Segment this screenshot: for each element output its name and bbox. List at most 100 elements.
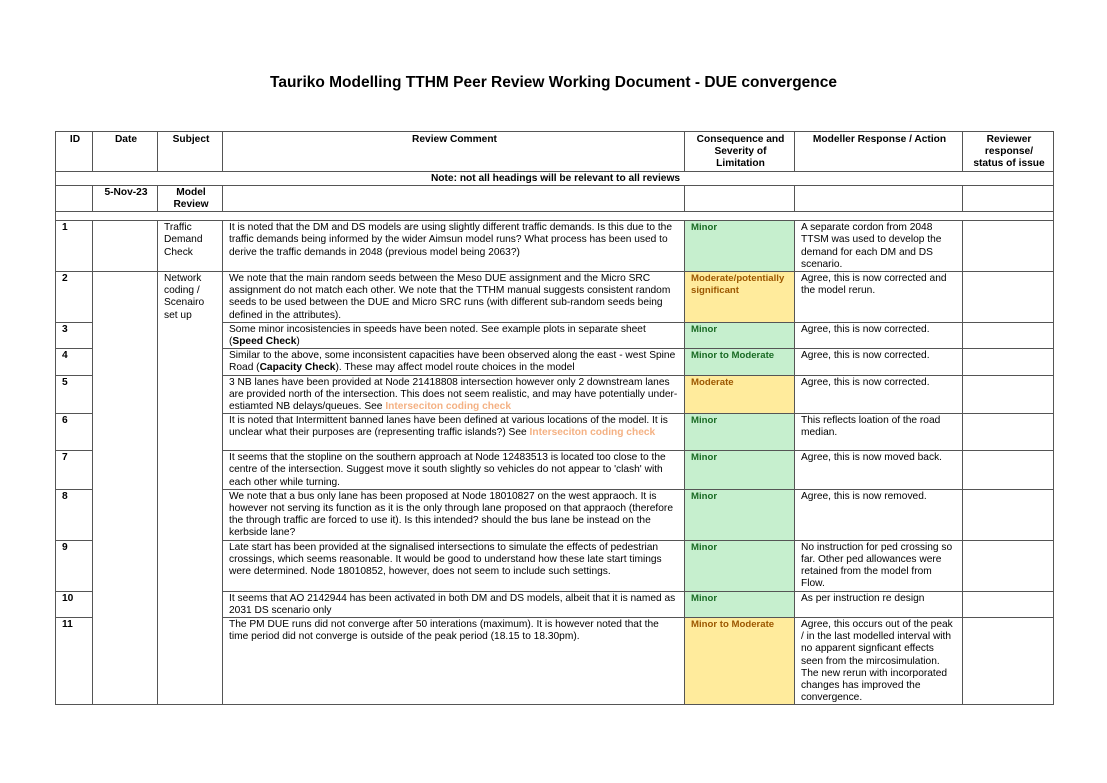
header-date: Date <box>92 131 158 172</box>
table-row: 6 It is noted that Intermittent banned l… <box>55 413 1054 452</box>
modeller-response: Agree, this is now corrected. <box>794 348 963 376</box>
row-comment: Similar to the above, some inconsistent … <box>222 348 685 376</box>
header-subject: Subject <box>157 131 223 172</box>
header-consequence: Consequence and Severity of Limitation <box>684 131 795 172</box>
comment-text: ) <box>296 336 300 348</box>
reviewer-response <box>962 616 1054 706</box>
row-comment: We note that a bus only lane has been pr… <box>222 488 685 541</box>
row-id: 2 <box>55 271 93 323</box>
reviewer-response <box>962 590 1054 618</box>
review-date: 5-Nov-23 <box>92 184 158 213</box>
table-row: 8 We note that a bus only lane has been … <box>55 488 1054 541</box>
row-id: 3 <box>55 321 93 350</box>
capacity-check-reference: Capacity Check <box>259 362 336 374</box>
row-id: 10 <box>55 590 93 618</box>
header-modeller-response: Modeller Response / Action <box>794 131 963 172</box>
table-row: 1 Traffic Demand Check It is noted that … <box>55 220 1054 273</box>
comment-text: Similar to the above, some inconsistent … <box>229 350 676 374</box>
headings-note: Note: not all headings will be relevant … <box>55 170 1054 186</box>
reviewer-response <box>962 321 1054 350</box>
modeller-response: Agree, this is now corrected and the mod… <box>794 271 963 323</box>
reviewer-response <box>962 539 1054 592</box>
severity-badge: Minor <box>684 450 795 490</box>
reviewer-response <box>962 271 1054 323</box>
intersection-check-link[interactable]: Interseciton coding check <box>529 427 656 439</box>
comment-text: It is noted that Intermittent banned lan… <box>229 415 668 439</box>
reviewer-response <box>962 220 1054 273</box>
meta-reviewer <box>962 184 1054 213</box>
modeller-response: No instruction for ped crossing so far. … <box>794 539 963 592</box>
header-id: ID <box>55 131 93 172</box>
comment-text: ). These may affect model route choices … <box>335 362 575 374</box>
intersection-check-link[interactable]: Interseciton coding check <box>385 401 511 413</box>
table-row: 4 Similar to the above, some inconsisten… <box>55 348 1054 376</box>
row-comment: We note that the main random seeds betwe… <box>222 271 685 323</box>
row-id: 9 <box>55 539 93 592</box>
reviewer-response <box>962 450 1054 490</box>
header-review-comment: Review Comment <box>222 131 685 172</box>
row-date <box>92 220 158 273</box>
modeller-response: Agree, this is now moved back. <box>794 450 963 490</box>
row-comment: It seems that the stopline on the southe… <box>222 450 685 490</box>
spacer-row <box>55 211 1054 222</box>
spacer-cell <box>55 211 1054 222</box>
row-comment: It is noted that the DM and DS models ar… <box>222 220 685 273</box>
table-row: 11 The PM DUE runs did not converge afte… <box>55 616 1054 706</box>
modeller-response: As per instruction re design <box>794 590 963 618</box>
modeller-response: A separate cordon from 2048 TTSM was use… <box>794 220 963 273</box>
row-id: 1 <box>55 220 93 273</box>
table-row: 5 3 NB lanes have been provided at Node … <box>55 374 1054 415</box>
row-date <box>92 271 158 706</box>
table-row: 10 It seems that AO 2142944 has been act… <box>55 590 1054 618</box>
speed-check-reference: Speed Check <box>232 336 297 348</box>
modeller-response: Agree, this is now removed. <box>794 488 963 541</box>
severity-badge: Moderate/potentially significant <box>684 271 795 323</box>
review-table: ID Date Subject Review Comment Consequen… <box>55 131 1054 706</box>
row-comment: The PM DUE runs did not converge after 5… <box>222 616 685 706</box>
row-id: 7 <box>55 450 93 490</box>
header-reviewer-response: Reviewer response/ status of issue <box>962 131 1054 172</box>
modeller-response: Agree, this is now corrected. <box>794 321 963 350</box>
note-row: Note: not all headings will be relevant … <box>55 170 1054 186</box>
meta-row: 5-Nov-23 Model Review <box>55 184 1054 213</box>
reviewer-response <box>962 413 1054 452</box>
modeller-response: Agree, this occurs out of the peak / in … <box>794 616 963 706</box>
row-subject: Network coding / Scenairo set up <box>157 271 223 706</box>
table-row: 7 It seems that the stopline on the sout… <box>55 450 1054 490</box>
severity-badge: Minor <box>684 590 795 618</box>
reviewer-response <box>962 488 1054 541</box>
meta-response <box>794 184 963 213</box>
modeller-response: Agree, this is now corrected. <box>794 374 963 415</box>
comment-text: 3 NB lanes have been provided at Node 21… <box>229 376 678 413</box>
meta-id <box>55 184 93 213</box>
table-row: 2 Network coding / Scenairo set up We no… <box>55 271 1054 706</box>
reviewer-response <box>962 374 1054 415</box>
row-comment: Some minor incosistencies in speeds have… <box>222 321 685 350</box>
row-comment: It seems that AO 2142944 has been activa… <box>222 590 685 618</box>
severity-badge: Minor <box>684 220 795 273</box>
severity-badge: Minor <box>684 413 795 452</box>
modeller-response: This reflects loation of the road median… <box>794 413 963 452</box>
severity-badge: Minor <box>684 321 795 350</box>
row-id: 6 <box>55 413 93 452</box>
row-id: 11 <box>55 616 93 706</box>
header-row: ID Date Subject Review Comment Consequen… <box>55 131 1054 172</box>
severity-badge: Minor <box>684 539 795 592</box>
row-comment: Late start has been provided at the sign… <box>222 539 685 592</box>
row-comment: 3 NB lanes have been provided at Node 21… <box>222 374 685 415</box>
severity-badge: Moderate <box>684 374 795 415</box>
reviewer-response <box>962 348 1054 376</box>
row-id: 5 <box>55 374 93 415</box>
document-title: Tauriko Modelling TTHM Peer Review Worki… <box>270 74 837 91</box>
severity-badge: Minor to Moderate <box>684 348 795 376</box>
row-comment: It is noted that Intermittent banned lan… <box>222 413 685 452</box>
severity-badge: Minor <box>684 488 795 541</box>
review-subject: Model Review <box>157 184 223 213</box>
meta-comment <box>222 184 685 213</box>
row-subject: Traffic Demand Check <box>157 220 223 273</box>
table-row: 3 Some minor incosistencies in speeds ha… <box>55 321 1054 350</box>
meta-consequence <box>684 184 795 213</box>
severity-badge: Minor to Moderate <box>684 616 795 706</box>
row-id: 4 <box>55 348 93 376</box>
row-id: 8 <box>55 488 93 541</box>
